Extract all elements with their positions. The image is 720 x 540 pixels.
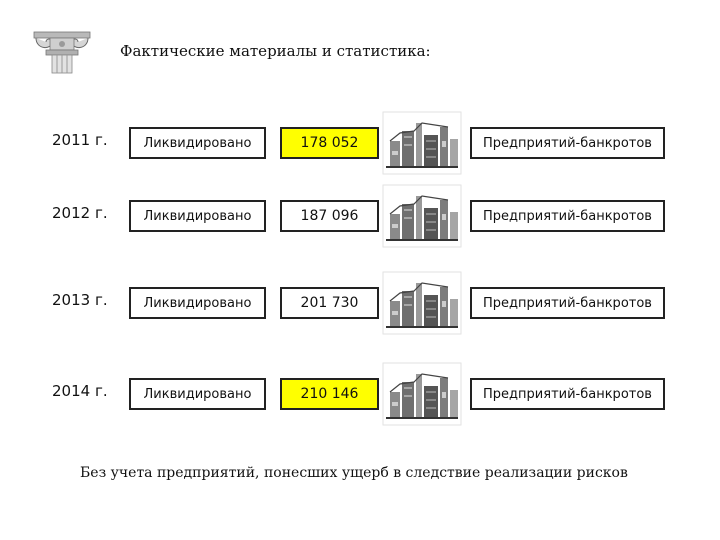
factory-icon: [382, 362, 462, 426]
table-row: 2012 г. Ликвидировано 187 096 Предприятий-…: [0, 184, 720, 248]
page-title: Фактические материалы и статистика:: [120, 42, 431, 60]
count-value: 178 052: [280, 127, 379, 159]
factory-icon: [382, 184, 462, 248]
factory-icon: [382, 271, 462, 335]
column-capital-icon: [33, 31, 91, 74]
year-label: 2014 г.: [52, 382, 108, 400]
footer-note: Без учета предприятий, понесших ущерб в …: [80, 465, 628, 481]
factory-icon: [382, 111, 462, 175]
table-row: 2011 г. Ликвидировано 178 052 Предприятий-…: [0, 111, 720, 175]
bankrupt-enterprises-label: Предприятий-банкротов: [470, 378, 665, 410]
bankrupt-enterprises-label: Предприятий-банкротов: [470, 127, 665, 159]
count-value: 187 096: [280, 200, 379, 232]
count-value: 201 730: [280, 287, 379, 319]
liquidated-label: Ликвидировано: [129, 287, 266, 319]
liquidated-label: Ликвидировано: [129, 200, 266, 232]
bankrupt-enterprises-label: Предприятий-банкротов: [470, 200, 665, 232]
liquidated-label: Ликвидировано: [129, 378, 266, 410]
bankrupt-enterprises-label: Предприятий-банкротов: [470, 287, 665, 319]
table-row: 2014 г. Ликвидировано 210 146 Предприятий-…: [0, 362, 720, 426]
year-label: 2012 г.: [52, 204, 108, 222]
table-row: 2013 г. Ликвидировано 201 730 Предприятий-…: [0, 271, 720, 335]
year-label: 2011 г.: [52, 131, 108, 149]
liquidated-label: Ликвидировано: [129, 127, 266, 159]
count-value: 210 146: [280, 378, 379, 410]
year-label: 2013 г.: [52, 291, 108, 309]
